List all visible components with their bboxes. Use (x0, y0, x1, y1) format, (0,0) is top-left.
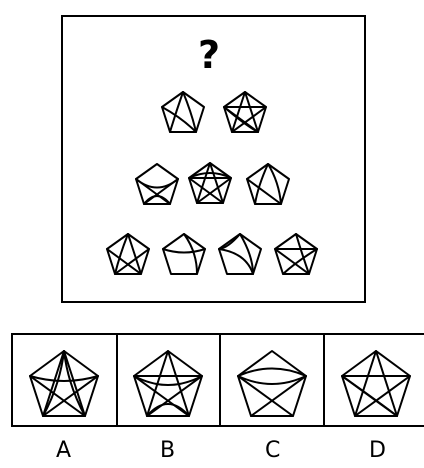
puzzle-figure-r3-1 (107, 234, 149, 274)
option-c-figure (238, 351, 306, 416)
option-d-label[interactable]: D (369, 440, 386, 462)
puzzle-figure-r3-4 (275, 234, 317, 274)
option-a-label[interactable]: A (56, 440, 71, 462)
option-d-figure (342, 351, 410, 416)
option-c-label[interactable]: C (265, 440, 280, 462)
option-a-figure (30, 351, 98, 416)
puzzle-figure-r1-1 (162, 92, 204, 132)
puzzle-figure-r2-2 (189, 163, 231, 203)
puzzle-figure-r2-3 (247, 164, 289, 204)
puzzle-figure-r3-2 (163, 234, 205, 274)
option-b-figure (134, 351, 202, 416)
puzzle-figure-r3-3 (219, 234, 261, 274)
option-b-label[interactable]: B (160, 440, 175, 462)
puzzle-figure-r1-2 (224, 92, 266, 132)
puzzle-figure-r2-1 (136, 164, 178, 204)
